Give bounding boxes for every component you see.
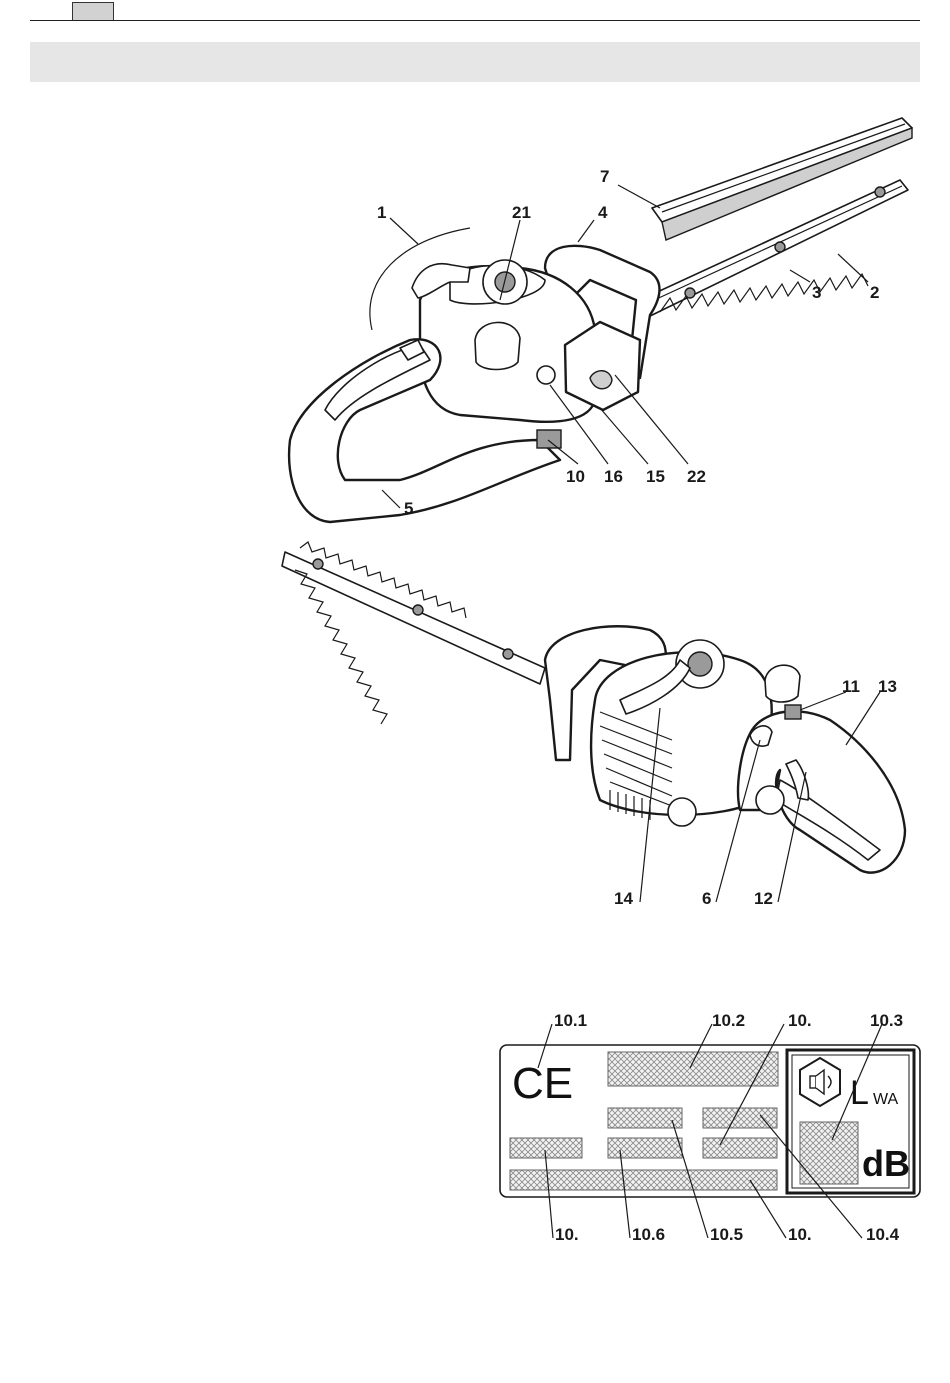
callout-22: 22 xyxy=(687,467,706,486)
plate-callout-10-bottom: 10. xyxy=(788,1225,812,1244)
callout-11: 11 xyxy=(842,677,860,696)
callout-6: 6 xyxy=(702,889,711,908)
plate-callout-10-top: 10. xyxy=(788,1011,812,1030)
blade-guard xyxy=(652,118,912,240)
primer-bulb xyxy=(537,366,555,384)
plate-field-10-3 xyxy=(800,1122,858,1184)
plate-field-10-4 xyxy=(703,1108,777,1128)
plate-callout-10-3: 10.3 xyxy=(870,1011,903,1030)
hedge-trimmer-rear-view xyxy=(282,542,905,902)
callout-7: 7 xyxy=(600,167,609,186)
lwa-subscript: WA xyxy=(873,1091,899,1108)
stop-switch xyxy=(785,705,801,719)
plate-field-10-5 xyxy=(608,1108,682,1128)
callout-21: 21 xyxy=(512,203,531,222)
callout-4: 4 xyxy=(598,203,608,222)
db-unit: dB xyxy=(862,1143,910,1184)
plate-callout-10-1: 10.1 xyxy=(554,1011,587,1030)
callout-16: 16 xyxy=(604,467,623,486)
plate-field-10-6 xyxy=(608,1138,682,1158)
callout-5: 5 xyxy=(404,499,413,518)
callout-3: 3 xyxy=(812,283,821,302)
plate-field-10-2 xyxy=(608,1052,778,1086)
callout-13: 13 xyxy=(878,677,897,696)
plate-callout-10-left: 10. xyxy=(555,1225,579,1244)
plate-field-10-b xyxy=(703,1138,777,1158)
plate-callout-10-5: 10.5 xyxy=(710,1225,743,1244)
identification-plate: CE L WA dB xyxy=(500,1024,920,1238)
callout-12: 12 xyxy=(754,889,773,908)
plate-callout-10-6: 10.6 xyxy=(632,1225,665,1244)
plate-field-10-c xyxy=(510,1170,777,1190)
callout-2: 2 xyxy=(870,283,879,302)
type-plate-location xyxy=(537,430,561,448)
plate-callout-10-2: 10.2 xyxy=(712,1011,745,1030)
callout-15: 15 xyxy=(646,467,665,486)
ce-mark: CE xyxy=(512,1059,573,1108)
callout-10: 10 xyxy=(566,467,585,486)
callout-1: 1 xyxy=(377,203,386,222)
callout-14: 14 xyxy=(614,889,633,908)
plate-callout-10-4: 10.4 xyxy=(866,1225,900,1244)
